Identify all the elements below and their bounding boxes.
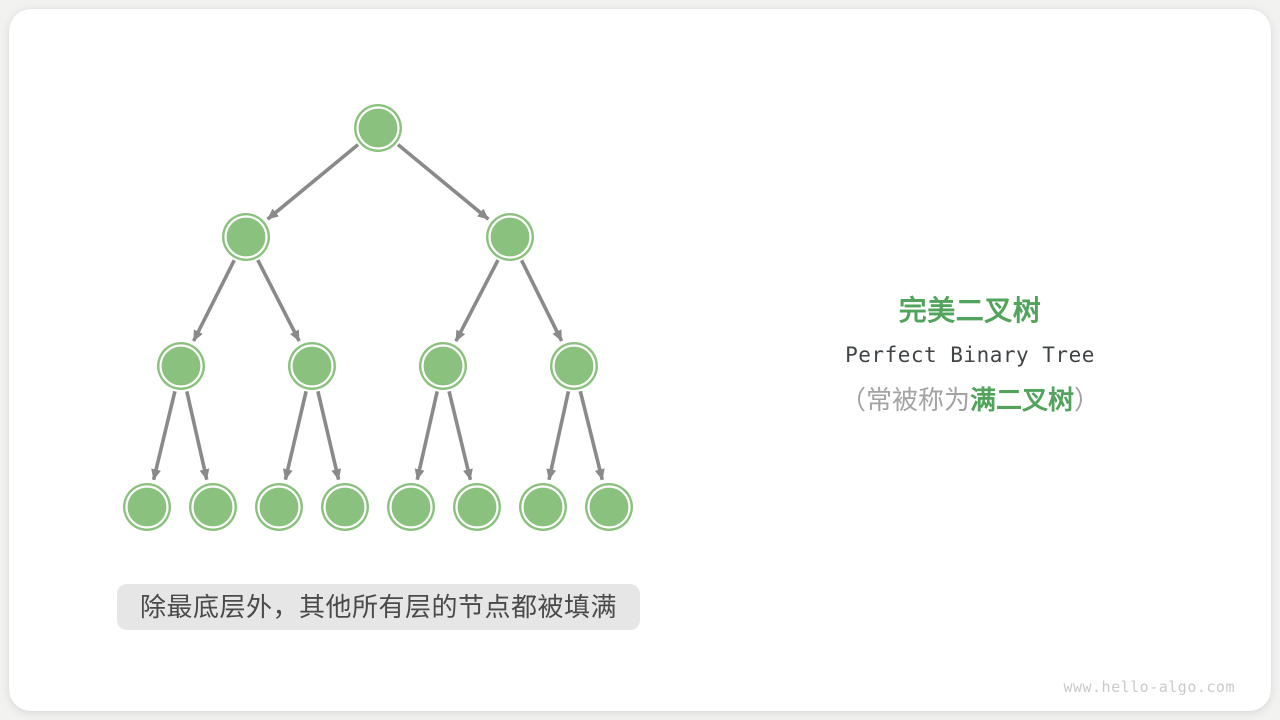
node-inner-ring [323,485,367,529]
tree-node [387,483,435,531]
node-inner-ring [125,485,169,529]
tree-edges [151,143,605,481]
tree-edge [519,259,564,342]
tree-edge [578,390,605,481]
node-inner-ring [191,485,235,529]
tree-node [585,483,633,531]
node-inner-ring [159,344,203,388]
tree-edge [454,259,500,343]
legend-note-prefix: （常被称为 [839,385,970,415]
tree-edge [447,390,473,481]
node-inner-ring [421,344,465,388]
tree-edge [414,391,439,481]
node-inner-ring [224,215,268,259]
legend-block: 完美二叉树 Perfect Binary Tree （常被称为满二叉树） [770,295,1170,415]
tree-node [157,342,205,390]
node-inner-ring [356,106,400,150]
node-inner-ring [455,485,499,529]
node-inner-ring [257,485,301,529]
node-inner-ring [290,344,334,388]
tree-edge [316,390,342,481]
tree-node [419,342,467,390]
tree-node [321,483,369,531]
tree-edge [266,143,360,221]
tree-node [255,483,303,531]
tree-node [354,104,402,152]
node-inner-ring [521,485,565,529]
tree-edge [282,390,308,481]
tree-edge [151,390,177,481]
tree-node [189,483,237,531]
tree-edge [185,391,210,481]
legend-title: 完美二叉树 [898,295,1042,326]
watermark: www.hello-algo.com [1063,678,1235,696]
tree-edge [546,391,571,481]
tree-node [550,342,598,390]
legend-note-suffix: ） [1074,385,1101,415]
node-inner-ring [389,485,433,529]
caption-label: 除最底层外，其他所有层的节点都被填满 [117,584,640,630]
legend-note: （常被称为满二叉树） [770,385,1170,415]
node-inner-ring [587,485,631,529]
tree-node [519,483,567,531]
legend-note-highlight: 满二叉树 [969,385,1074,415]
node-inner-ring [552,344,596,388]
tree-edge [396,143,490,221]
tree-nodes [123,104,633,531]
tree-node [288,342,336,390]
tree-node [123,483,171,531]
tree-node [453,483,501,531]
tree-edge [256,259,301,342]
tree-node [222,213,270,261]
node-inner-ring [488,215,532,259]
tree-node [486,213,534,261]
legend-subtitle: Perfect Binary Tree [845,343,1095,367]
tree-edge [191,259,236,342]
